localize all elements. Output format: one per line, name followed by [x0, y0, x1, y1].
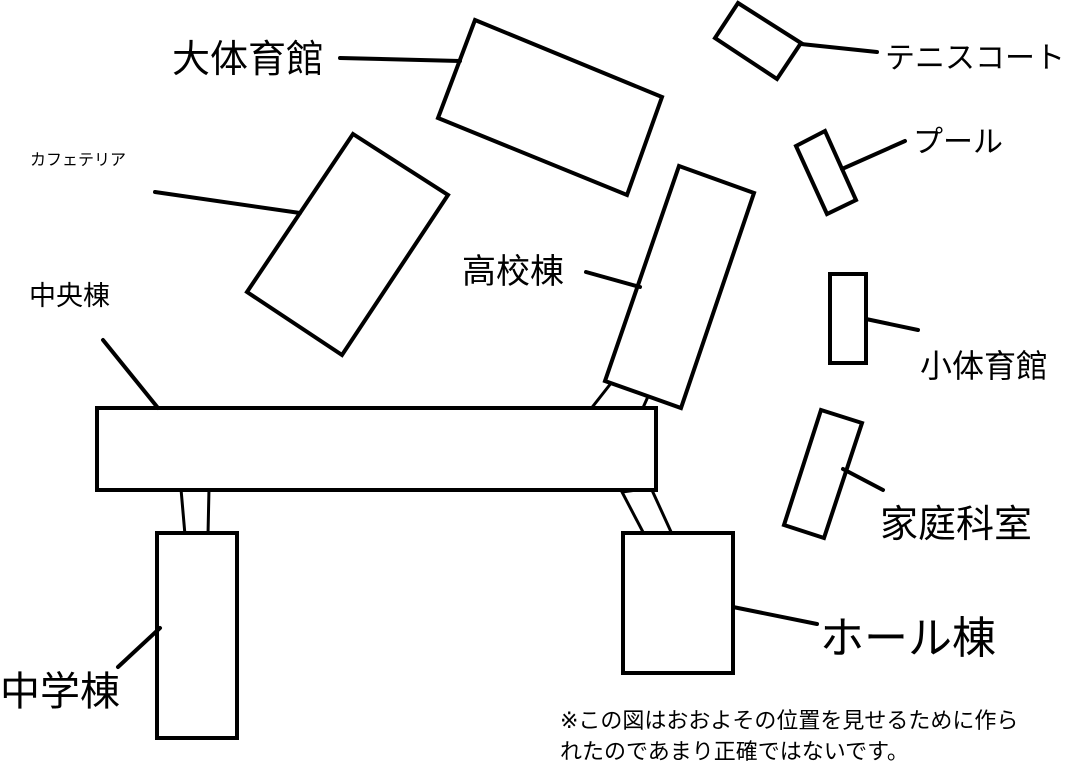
building-junior-high [155, 531, 239, 740]
building-high-school [602, 163, 757, 411]
label-high-school: 高校棟 [462, 252, 564, 292]
leader-central [101, 338, 160, 410]
leader-cafeteria [153, 190, 302, 215]
building-main-gym [435, 17, 665, 198]
label-tennis-court: テニスコート [885, 41, 1065, 76]
leader-small-gym [864, 317, 920, 332]
leader-junior-high [116, 626, 162, 669]
walkway-central-hall [619, 486, 675, 536]
leader-pool [840, 139, 907, 171]
building-hall [621, 531, 735, 675]
label-central: 中央棟 [29, 281, 110, 312]
leader-main-gym [338, 56, 462, 63]
label-small-gym: 小体育館 [920, 347, 1049, 385]
accuracy-note: ※この図はおおよその位置を見せるために作ら れたのであまり正確ではないです。 [560, 706, 1065, 767]
building-cafeteria [244, 131, 451, 358]
building-tennis-court [712, 0, 804, 82]
building-small-gym [828, 272, 868, 365]
label-main-gym: 大体育館 [172, 37, 325, 81]
building-central [95, 406, 658, 492]
leader-tennis-court [799, 42, 879, 54]
label-hall: ホール棟 [820, 613, 996, 664]
accuracy-note-line-2: れたのであまり正確ではないです。 [560, 740, 909, 765]
label-pool: プール [913, 125, 1003, 160]
accuracy-note-line-1: ※この図はおおよその位置を見せるために作ら [560, 709, 1019, 734]
leader-home-ec [841, 467, 885, 492]
label-cafeteria: カフェテリア [30, 150, 127, 169]
walkway-central-junior-high [179, 486, 211, 537]
building-pool [793, 128, 859, 217]
label-home-ec: 家庭科室 [880, 502, 1033, 546]
leader-hall [731, 605, 819, 626]
label-junior-high: 中学棟 [0, 669, 120, 715]
leader-high-school [584, 270, 642, 289]
building-home-ec [781, 407, 865, 541]
